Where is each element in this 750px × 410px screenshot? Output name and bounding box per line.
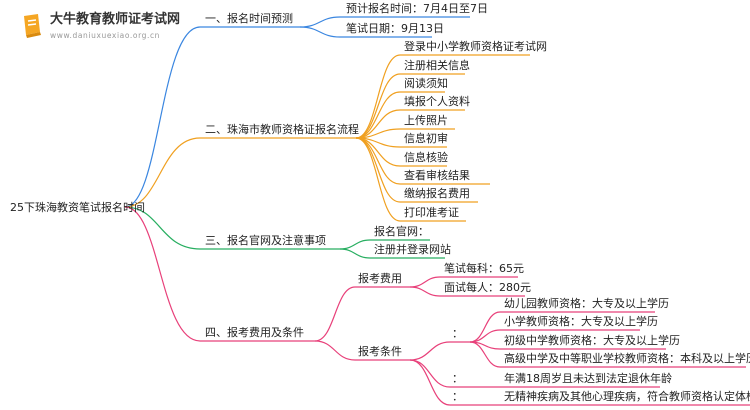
b1-item-1: 预计报名时间：7月4日至7日	[346, 2, 488, 15]
cond-edu-4: 高级中学及中等职业学校教师资格：本科及以上学历	[504, 352, 750, 365]
root-node: 25下珠海教资笔试报名时间	[10, 201, 145, 214]
cond-edu-1: 幼儿园教师资格：大专及以上学历	[504, 297, 669, 310]
b2-item-8: 查看审核结果	[404, 169, 470, 182]
link-b2-item	[355, 54, 530, 139]
link-cond-colon1	[409, 341, 470, 361]
cond-title: 报考条件	[358, 345, 402, 358]
branch-2-title: 二、珠海市教师资格证报名流程	[205, 123, 359, 136]
link-b2-item	[355, 128, 455, 139]
link-b1-item1	[299, 16, 470, 28]
link-fee-item2	[409, 286, 525, 297]
cond-edu-3: 初级中学教师资格：大专及以上学历	[504, 334, 680, 347]
cond-edu-2: 小学教师资格：大专及以上学历	[504, 315, 658, 328]
cond-colon-2: ：	[452, 372, 463, 385]
cond-colon-3: ：	[452, 390, 463, 403]
cond-health: 无精神疾病及其他心理疾病，符合教师资格认定体检标准	[504, 390, 750, 403]
b2-item-10: 打印准考证	[404, 206, 459, 219]
link-b3-item1	[339, 239, 430, 250]
branch-4-title: 四、报考费用及条件	[205, 326, 304, 339]
b3-item-2: 注册并登录网站	[374, 243, 451, 256]
link-b2-item	[355, 91, 445, 139]
brand-url: www.daniuxuexiao.org.cn	[50, 31, 161, 40]
link-b2-item	[355, 137, 466, 222]
link-edu-item	[469, 311, 655, 343]
link-cond-colon3	[409, 359, 495, 406]
b2-item-7: 信息核验	[404, 151, 448, 164]
b2-item-9: 缴纳报名费用	[404, 187, 470, 200]
link-b4-fee	[314, 286, 410, 342]
b2-item-6: 信息初审	[404, 132, 448, 145]
link-b1-item2	[299, 26, 432, 38]
cond-colon-1: ：	[452, 327, 463, 340]
b1-item-2: 笔试日期：9月13日	[346, 22, 444, 35]
fee-title: 报考费用	[358, 272, 402, 285]
b2-item-3: 阅读须知	[404, 77, 448, 90]
link-root-b4	[124, 206, 201, 342]
link-b2-item	[355, 73, 465, 139]
link-b4-cond	[314, 340, 410, 361]
fee-item-2: 面试每人：280元	[444, 281, 531, 294]
link-root-b3	[124, 206, 201, 250]
link-edu-item	[469, 329, 640, 343]
link-fee-item1	[409, 276, 518, 288]
link-b3-item2	[339, 248, 445, 259]
branch-3-title: 三、报名官网及注意事项	[205, 234, 326, 247]
fee-item-1: 笔试每科：65元	[444, 262, 524, 275]
book-logo-icon	[24, 14, 41, 38]
cond-age: 年满18周岁且未达到法定退休年龄	[504, 372, 672, 385]
b3-item-1: 报名官网：	[374, 225, 429, 238]
link-root-b1	[124, 26, 201, 208]
b2-item-4: 填报个人资料	[404, 95, 470, 108]
b2-item-5: 上传照片	[404, 114, 448, 127]
brand-name: 大牛教育教师证考试网	[50, 12, 181, 27]
link-edu-item	[469, 341, 746, 368]
link-root-b2	[124, 137, 201, 208]
b2-item-1: 登录中小学教师资格证考试网	[404, 40, 547, 53]
branch-1-title: 一、报名时间预测	[205, 12, 293, 25]
b2-item-2: 注册相关信息	[404, 59, 470, 72]
